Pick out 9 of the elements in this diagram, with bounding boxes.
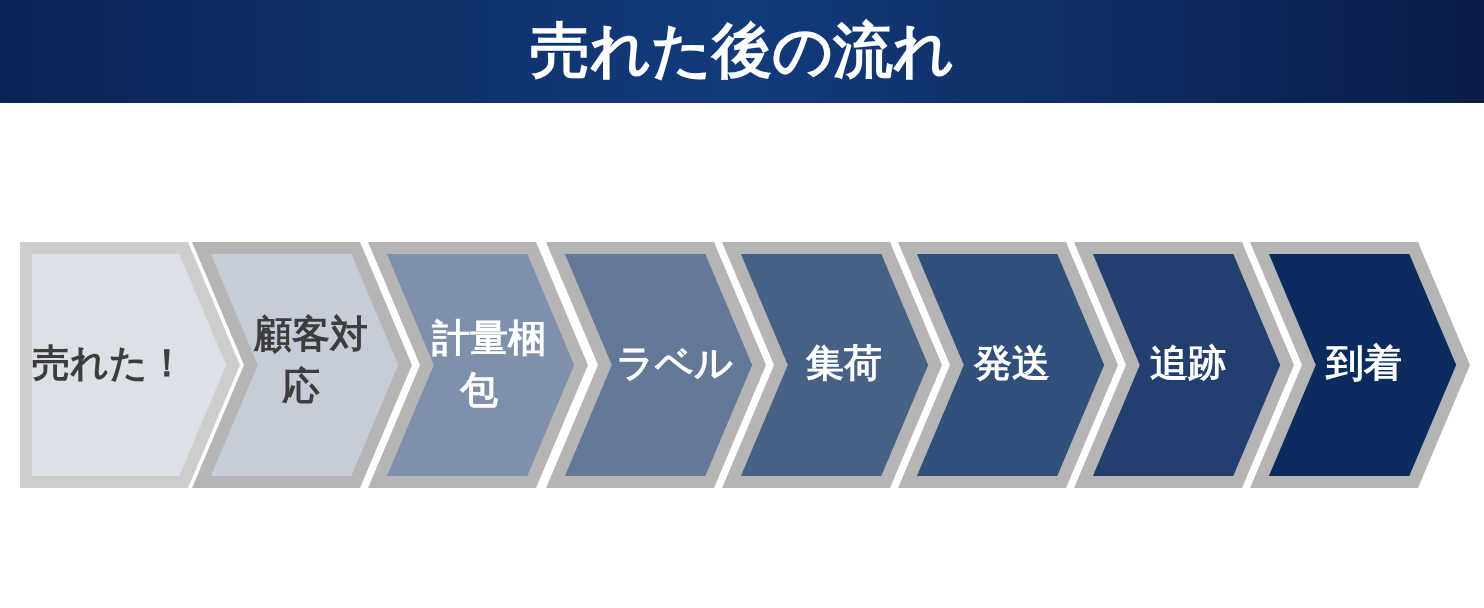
step-label: 発送 (974, 340, 1050, 387)
step-label: 集荷 (806, 340, 882, 387)
step-label: ラベル (616, 340, 733, 387)
step-label: 追跡 (1150, 340, 1226, 387)
title: 売れた後の流れ (530, 15, 954, 85)
step-label: 計量梱包 (432, 315, 547, 414)
step-label: 顧客対応 (254, 311, 369, 410)
step-label: 売れた！ (32, 340, 186, 387)
step-label: 到着 (1326, 340, 1402, 387)
